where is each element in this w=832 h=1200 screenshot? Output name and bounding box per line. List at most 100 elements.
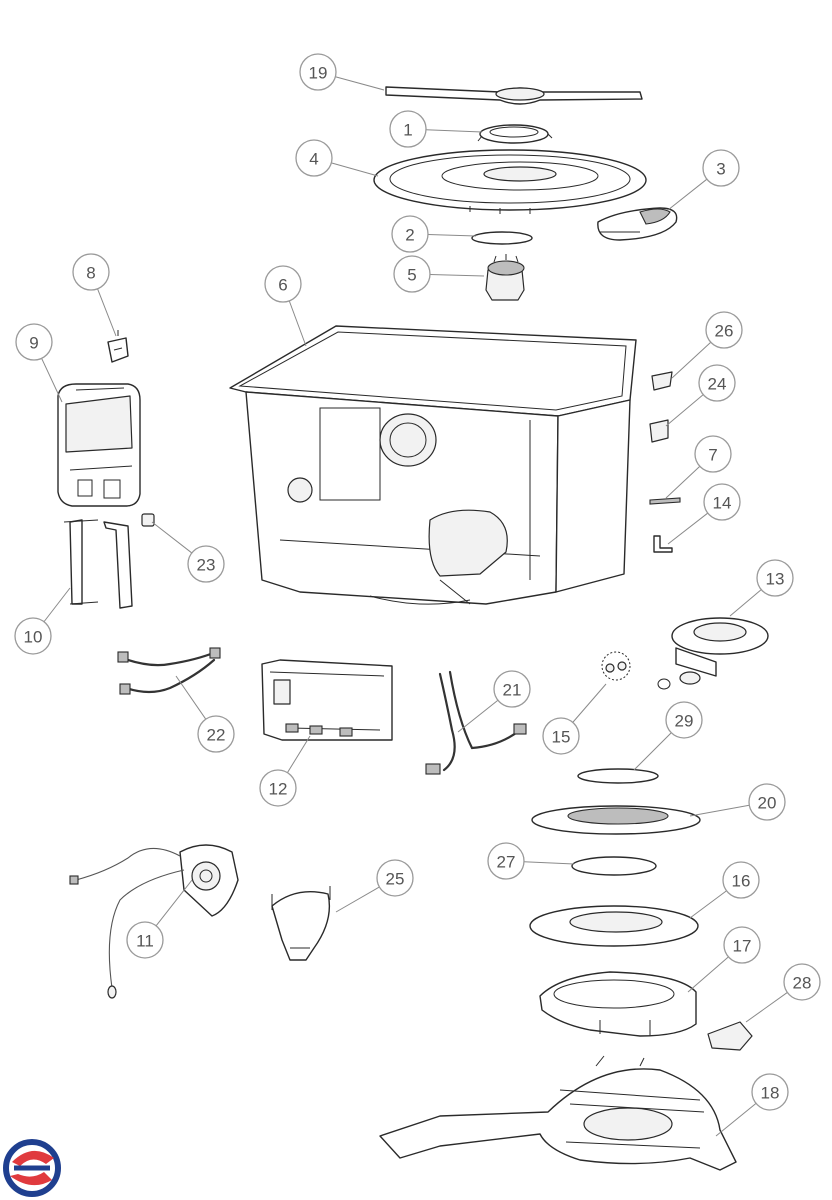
leader-line-25 <box>335 886 380 913</box>
callout-circle <box>705 311 743 349</box>
callout-circle <box>783 963 821 1001</box>
callout-16[interactable]: 16 <box>722 861 760 899</box>
part-small-cover <box>707 1021 753 1051</box>
callout-number: 24 <box>708 375 727 394</box>
leader-line-2 <box>427 234 477 237</box>
part-filter-cover <box>597 207 678 241</box>
callout-27[interactable]: 27 <box>487 842 525 880</box>
leader-line-21 <box>457 699 499 733</box>
callout-4[interactable]: 4 <box>295 139 333 177</box>
callout-circle <box>299 53 337 91</box>
callout-circle <box>487 842 525 880</box>
part-base-plate <box>529 905 699 947</box>
callout-14[interactable]: 14 <box>703 483 741 521</box>
callout-6[interactable]: 6 <box>264 265 302 303</box>
callout-21[interactable]: 21 <box>493 670 531 708</box>
callout-circle <box>391 215 429 253</box>
leader-line-12 <box>287 735 311 773</box>
callout-19[interactable]: 19 <box>299 53 337 91</box>
leader-line-6 <box>288 300 307 347</box>
callout-25[interactable]: 25 <box>376 859 414 897</box>
callout-circle <box>389 110 427 148</box>
part-drain-pump <box>69 844 239 999</box>
part-control-module <box>57 383 141 507</box>
leader-line-29 <box>633 732 672 771</box>
callout-22[interactable]: 22 <box>197 715 235 753</box>
callout-11[interactable]: 11 <box>126 921 164 959</box>
callout-circle <box>722 861 760 899</box>
callout-number: 18 <box>761 1084 780 1103</box>
part-heater-pump <box>657 617 769 690</box>
callout-circle <box>15 323 53 361</box>
callout-number: 26 <box>715 322 734 341</box>
callout-number: 3 <box>716 160 725 179</box>
leader-line-7 <box>665 465 701 499</box>
callout-18[interactable]: 18 <box>751 1073 789 1111</box>
callout-circle <box>748 783 786 821</box>
callout-12[interactable]: 12 <box>259 769 297 807</box>
callout-number: 25 <box>386 870 405 889</box>
callout-15[interactable]: 15 <box>542 717 580 755</box>
part-sump-frame <box>539 971 697 1037</box>
callout-number: 22 <box>207 726 226 745</box>
callout-7[interactable]: 7 <box>694 435 732 473</box>
part-retaining-ring <box>571 856 657 876</box>
leader-line-9 <box>41 358 63 403</box>
callout-number: 7 <box>708 446 717 465</box>
callout-number: 27 <box>497 853 516 872</box>
leader-line-16 <box>689 890 727 919</box>
leader-line-3 <box>667 178 708 211</box>
callout-9[interactable]: 9 <box>15 323 53 361</box>
callout-number: 16 <box>732 872 751 891</box>
callout-24[interactable]: 24 <box>698 364 736 402</box>
callout-number: 15 <box>552 728 571 747</box>
part-gasket-ring <box>577 768 659 784</box>
callout-circle <box>264 265 302 303</box>
leader-line-28 <box>745 992 788 1023</box>
callout-20[interactable]: 20 <box>748 783 786 821</box>
part-control-board <box>261 659 393 741</box>
callout-circle <box>14 617 52 655</box>
parts-artwork <box>57 86 769 1171</box>
callout-29[interactable]: 29 <box>665 701 703 739</box>
callout-number: 29 <box>675 712 694 731</box>
part-spray-hub <box>485 254 525 301</box>
callout-26[interactable]: 26 <box>705 311 743 349</box>
callout-2[interactable]: 2 <box>391 215 429 253</box>
callout-5[interactable]: 5 <box>393 255 431 293</box>
callout-number: 14 <box>713 494 732 513</box>
callout-number: 23 <box>197 556 216 575</box>
leader-lines <box>41 76 788 1137</box>
callout-17[interactable]: 17 <box>723 926 761 964</box>
callout-circle <box>665 701 703 739</box>
callout-13[interactable]: 13 <box>756 559 794 597</box>
callout-circle <box>259 769 297 807</box>
leader-line-1 <box>425 129 483 133</box>
callout-number: 28 <box>793 974 812 993</box>
callout-number: 17 <box>733 937 752 956</box>
callout-1[interactable]: 1 <box>389 110 427 148</box>
leader-line-4 <box>331 162 379 177</box>
part-ring-nut <box>477 124 553 144</box>
callout-10[interactable]: 10 <box>14 617 52 655</box>
callout-number: 21 <box>503 681 522 700</box>
callout-number: 1 <box>403 121 412 140</box>
callout-8[interactable]: 8 <box>72 253 110 291</box>
part-small-bracket <box>653 535 673 553</box>
leader-line-17 <box>687 956 729 993</box>
leader-line-15 <box>572 683 607 723</box>
callout-23[interactable]: 23 <box>187 545 225 583</box>
part-tub <box>229 325 637 605</box>
callout-circle <box>702 149 740 187</box>
callout-circle <box>187 545 225 583</box>
leader-line-26 <box>671 341 712 379</box>
callout-28[interactable]: 28 <box>783 963 821 1001</box>
part-seal-pad <box>649 419 669 443</box>
callout-number: 10 <box>24 628 43 647</box>
callout-number: 8 <box>86 264 95 283</box>
callout-circle <box>493 670 531 708</box>
callout-3[interactable]: 3 <box>702 149 740 187</box>
callout-circle <box>698 364 736 402</box>
callout-circle <box>197 715 235 753</box>
